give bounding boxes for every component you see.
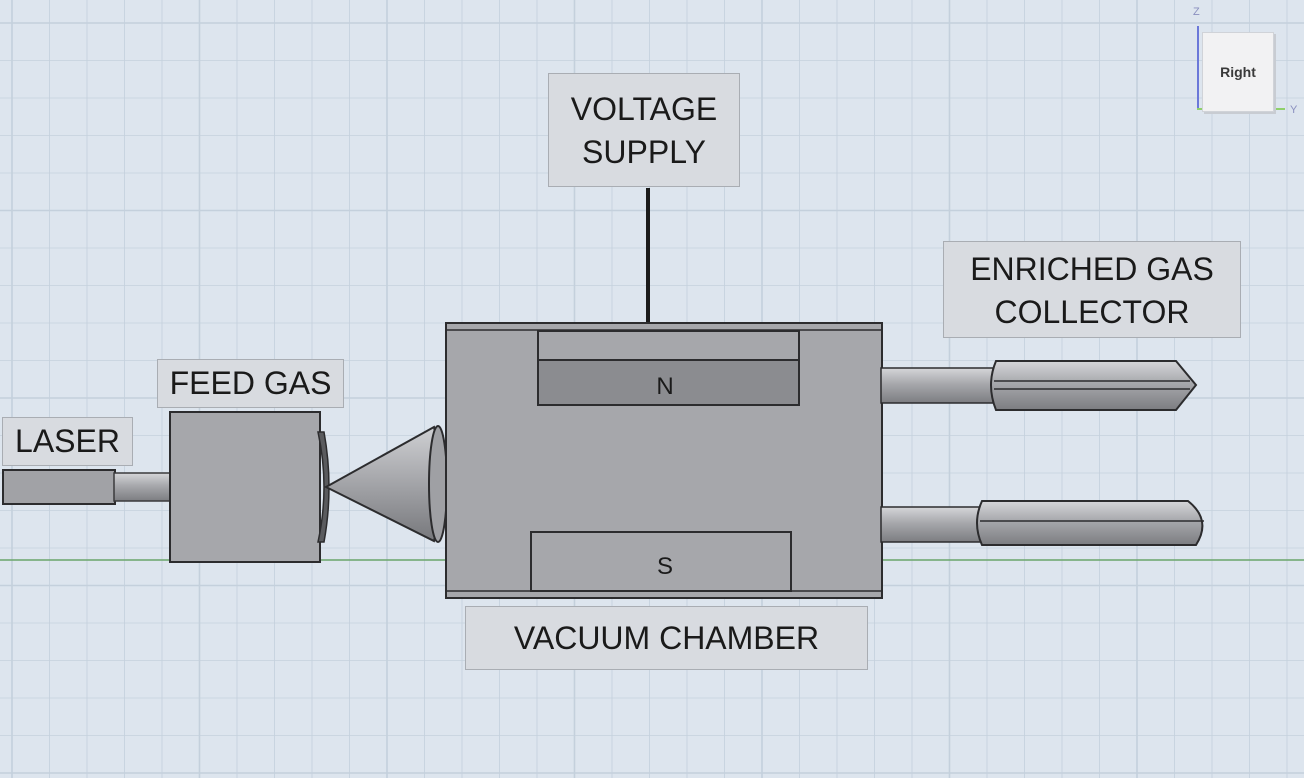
laser-body	[2, 469, 116, 505]
view-cube-face-right[interactable]: Right	[1202, 32, 1274, 112]
view-cube[interactable]: Z Y Right	[1190, 4, 1304, 120]
enriched-gas-collector-label: ENRICHED GAS COLLECTOR	[943, 241, 1241, 338]
north-magnet-top	[537, 330, 800, 361]
upper-collector-tube	[990, 360, 1198, 411]
nozzle-cone	[323, 425, 442, 543]
laser-label: LASER	[2, 417, 133, 466]
north-magnet-label: N	[656, 373, 673, 400]
laser-text: LASER	[15, 423, 120, 459]
nozzle-flange	[428, 425, 448, 543]
enriched-gas-collector-line-2: COLLECTOR	[994, 293, 1190, 330]
voltage-supply-label: VOLTAGE SUPPLY	[548, 73, 740, 187]
vacuum-chamber-label: VACUUM CHAMBER	[465, 606, 868, 670]
voltage-supply-line-2: SUPPLY	[582, 133, 706, 170]
north-magnet	[537, 359, 800, 406]
south-magnet	[530, 531, 792, 592]
laser-nozzle	[113, 472, 173, 502]
z-axis-line	[1197, 26, 1199, 108]
lower-collector-tube	[976, 500, 1204, 546]
feed-gas-text: FEED GAS	[169, 365, 332, 401]
south-magnet-label: S	[657, 553, 673, 580]
feed-gas-flange	[317, 431, 330, 543]
lower-outlet-pipe	[880, 506, 982, 543]
upper-outlet-pipe	[880, 367, 994, 404]
vacuum-chamber-text: VACUUM CHAMBER	[513, 620, 820, 656]
feed-gas-box	[169, 411, 321, 563]
z-axis-label: Z	[1193, 6, 1200, 18]
voltage-supply-line-1: VOLTAGE	[570, 91, 718, 127]
feed-gas-label: FEED GAS	[157, 359, 344, 408]
enriched-gas-collector-line-1: ENRICHED GAS	[970, 251, 1214, 287]
y-axis-label: Y	[1290, 104, 1298, 116]
